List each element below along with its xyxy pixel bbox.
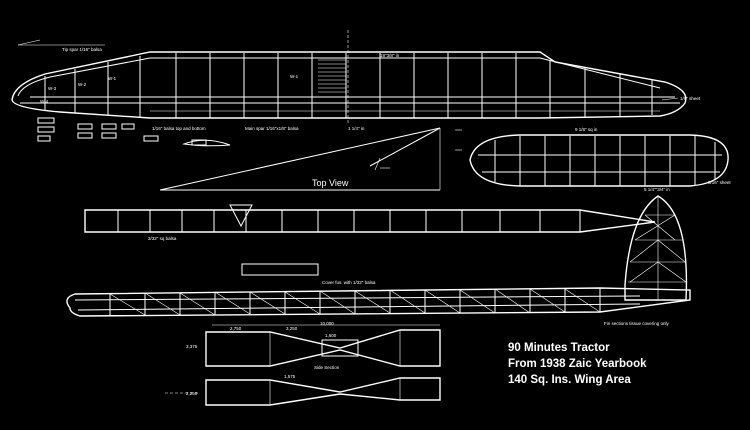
svg-text:W-2: W-2 bbox=[78, 82, 87, 87]
top-view-dihedral: Top View bbox=[159, 127, 462, 191]
title-line-1: 90 Minutes Tractor bbox=[508, 342, 610, 354]
dim-b: 3,250 bbox=[286, 326, 298, 331]
fin-note: Fin sections tissue covering only bbox=[604, 321, 670, 326]
stab-te-label: 3/16" sheet bbox=[708, 180, 731, 185]
rib-sections bbox=[37, 117, 231, 147]
svg-text:W-1: W-1 bbox=[290, 74, 299, 79]
main-spar-note: Main spar 1/16"x1/8" balsa bbox=[245, 126, 299, 131]
dim-d: 1,600 bbox=[325, 333, 337, 338]
fin: 5 1/4""3/4" in Fin sections tissue cover… bbox=[604, 187, 688, 326]
prop-plan: 2,750 3,250 10,000 1,600 3,375 bbox=[186, 321, 441, 367]
dim-c: 10,000 bbox=[320, 321, 334, 326]
cover-note: Cover fus. with 1/32" balsa bbox=[322, 280, 376, 285]
svg-text:W-1: W-1 bbox=[108, 76, 117, 81]
wing-span-label: 18"3/8" in bbox=[380, 53, 400, 58]
title-line-3: 140 Sq. Ins. Wing Area bbox=[508, 374, 631, 386]
svg-text:W-4: W-4 bbox=[40, 99, 49, 104]
stabilizer-plan: 9 1/8" sq in 3/16" sheet bbox=[469, 127, 731, 187]
tip-spar-label: Tip spar 1/16" balsa bbox=[62, 47, 102, 52]
dim-e: 3,375 bbox=[186, 344, 198, 349]
stab-span-label: 9 1/8" sq in bbox=[575, 127, 598, 132]
fin-dim-label: 5 1/4""3/4" in bbox=[644, 187, 670, 192]
fuselage-top: 3/32" sq balsa bbox=[84, 204, 656, 241]
svg-text:W-3: W-3 bbox=[48, 86, 57, 91]
dim-g: 1,575 bbox=[284, 374, 296, 379]
dim-f: 2,250 bbox=[186, 391, 198, 396]
le-note: 1/16" balsa top and bottom bbox=[152, 126, 206, 131]
top-view-label: Top View bbox=[312, 178, 349, 188]
title-line-2: From 1938 Zaic Yearbook bbox=[508, 358, 647, 370]
prop-side: 2,250 1,575 Side Section bbox=[165, 365, 441, 406]
trailing-sheet-label: 1/8" sheet bbox=[680, 96, 701, 101]
fuselage-sq-label: 3/32" sq balsa bbox=[148, 236, 177, 241]
fuselage-side: Cover fus. with 1/32" balsa bbox=[66, 263, 691, 317]
wing-plan: Tip spar 1/16" balsa bbox=[11, 30, 701, 125]
rib-spacing-label: 1 1/4" in bbox=[348, 126, 365, 131]
dim-a: 2,750 bbox=[230, 326, 242, 331]
side-view-label: Side Section bbox=[314, 365, 340, 370]
title-block: 90 Minutes Tractor From 1938 Zaic Yearbo… bbox=[508, 340, 647, 388]
